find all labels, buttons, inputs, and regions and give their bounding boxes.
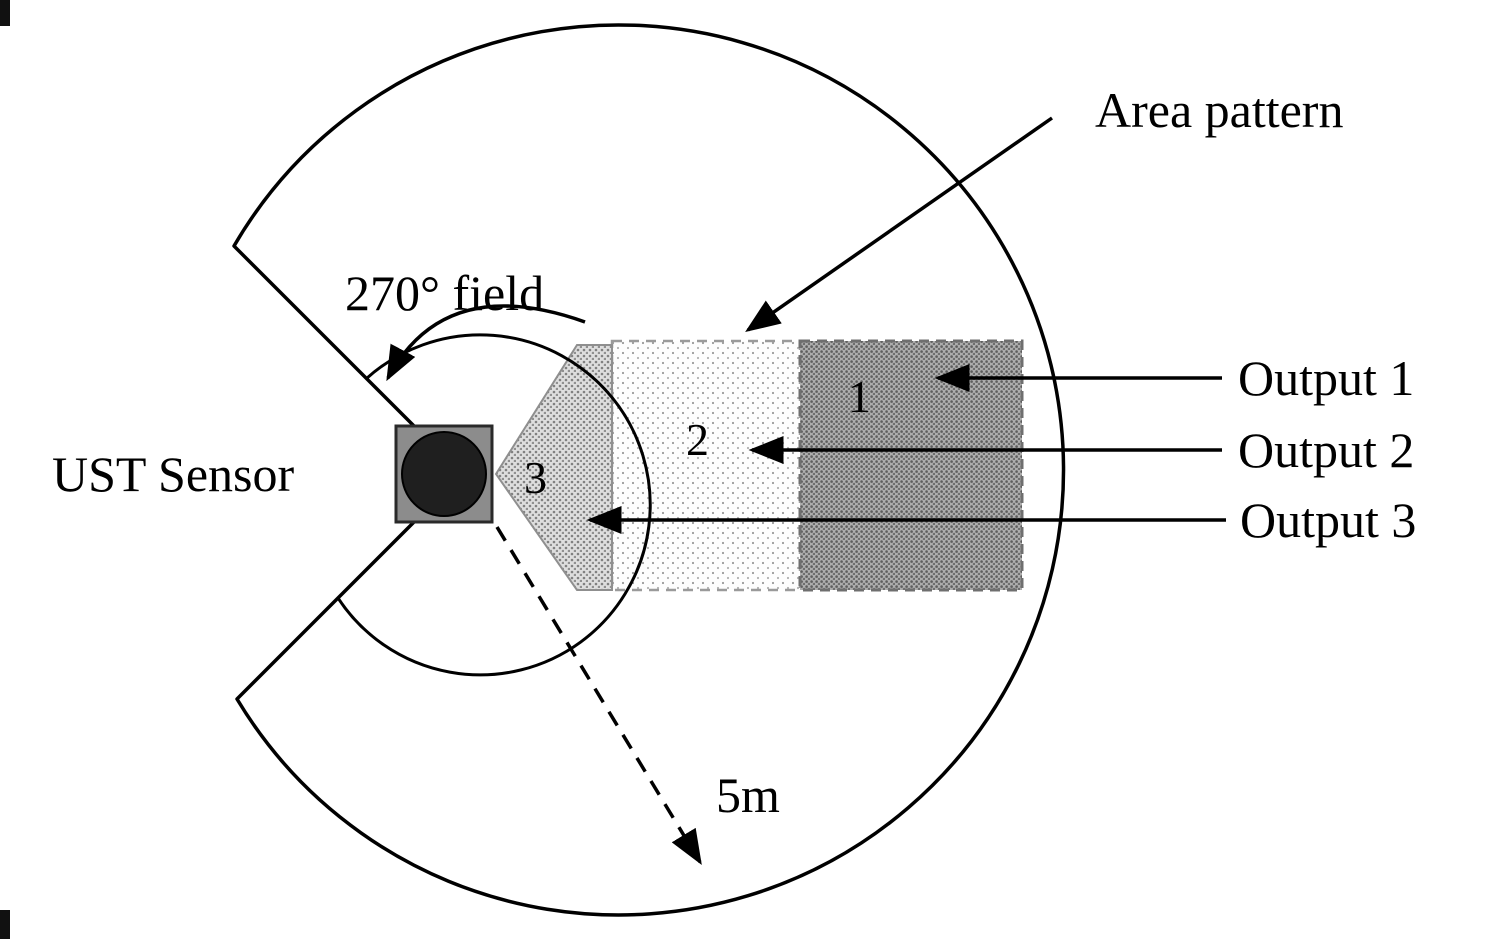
sensor-label: UST Sensor <box>52 446 295 502</box>
output-2-label: Output 2 <box>1238 422 1414 478</box>
zone-1-number: 1 <box>848 371 871 422</box>
zone-3-number: 3 <box>524 452 547 503</box>
range-label: 5m <box>716 767 780 823</box>
field-arc-arrow <box>386 304 586 382</box>
zone-2-number: 2 <box>686 414 709 465</box>
zone-3-area <box>494 344 613 591</box>
field-label: 270° field <box>345 265 544 321</box>
area-pattern-label: Area pattern <box>1095 82 1343 138</box>
area-pattern-arrow <box>745 116 1054 333</box>
output-1-label: Output 1 <box>1238 350 1414 406</box>
range-5m-arrow <box>495 526 702 865</box>
output-3-label: Output 3 <box>1240 492 1416 548</box>
scan-artifact-top-left <box>0 0 10 26</box>
sensor-core <box>401 431 487 517</box>
scan-artifact-bottom-left <box>0 910 10 939</box>
near-field-circle <box>336 333 652 677</box>
zone-1-area <box>798 339 1024 592</box>
zone-2-area <box>610 339 802 592</box>
